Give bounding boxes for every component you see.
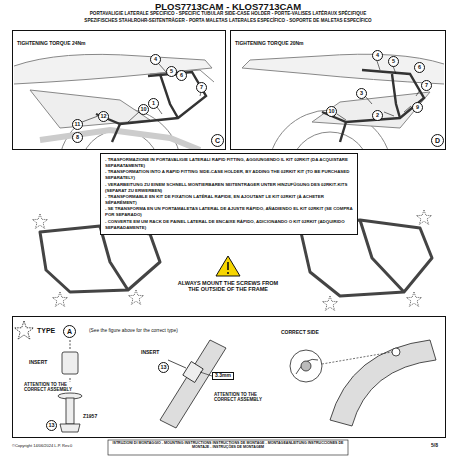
figure-letter: C [211,134,224,147]
note-line: - TRASFORMAZIONE IN PORTAVALIGIE LATERAL… [105,157,353,169]
callout-number: 4 [150,54,161,65]
copyright: ©Copyright 14/06/2024 L.P. Rev.0 [12,444,72,449]
callout-number: 9 [412,102,423,113]
note-box: - TRASFORMAZIONE IN PORTAVALIGIE LATERAL… [100,153,358,235]
note-line: - VERARBEITUNG ZU EINEM SCHNELL MONTIERB… [105,182,353,194]
subtitle: SPEZIFISCHES STAHLROHR-SEITENTRÄGER - PO… [0,18,456,23]
torque-heading: TIGHTENING TORQUE 24Nm [16,40,87,46]
callout-number: 4 [372,50,383,61]
callout-number: 7 [196,82,207,93]
figure-frame: TIGHTENING TORQUE 24Nm [12,30,226,150]
callout-number: 8 [72,132,83,143]
attention-note: ATTENTION TO THE CORRECT ASSEMBLY [24,382,82,392]
warning-note: ALWAYS MOUNT THE SCREWS FROM THE OUTSIDE… [172,280,284,293]
callout-number: 1 [148,98,159,109]
type-letter: A [63,325,76,338]
torque-heading: TIGHTENING TORQUE 20Nm [234,40,305,46]
part-label: 5/8 [430,443,439,449]
type-label: TYPE [37,327,55,334]
note-line: - SE TRANSFORMA EN UN PORTAMALETAS LATER… [105,206,353,218]
part-label: INSERT [140,350,160,356]
figure-letter: D [431,134,444,147]
note-line: - TRANSFORMATION INTO A RAPID FITTING SI… [105,169,353,181]
callout-number: 5 [388,56,399,67]
note-line: - TRANSFORMABLE EN KIT DE FIXATION LATÉR… [105,194,353,206]
footer-title: ISTRUZIONI DI MONTAGGIO - MOUNTING INSTR… [110,441,346,450]
part-label: CORRECT SIDE [280,330,320,336]
figure-frame: TIGHTENING TORQUE 20Nm [230,30,446,150]
dimension: 3.3mm [212,372,234,380]
callout-number: 10 [138,104,149,115]
callout-number: 10 [326,106,337,117]
callout-number: 3 [356,88,367,99]
attention-note: ATTENTION TO THE CORRECT ASSEMBLY [214,392,272,402]
callout-number: 7 [421,80,432,91]
page-title: PLOS7713CAM - KLOS7713CAM [0,1,456,12]
part-label: INSERT [28,360,48,366]
callout-number: 13 [46,420,57,431]
type-note: (See the figure above for the correct ty… [89,328,178,333]
callout-number: 12 [98,111,109,122]
callout-number: 6 [414,62,425,73]
part-label: Z1957 [82,414,98,420]
subtitle: PORTAVALIGIE LATERALE SPECIFICO - SPECIF… [0,11,456,16]
callout-number: 11 [72,119,83,130]
callout-number: 6 [176,70,187,81]
callout-number: 2 [372,110,383,121]
callout-number: 13 [158,362,169,373]
note-line: - CONVERTE EM UM RACK DE PAINEL LATERAL … [105,219,353,231]
